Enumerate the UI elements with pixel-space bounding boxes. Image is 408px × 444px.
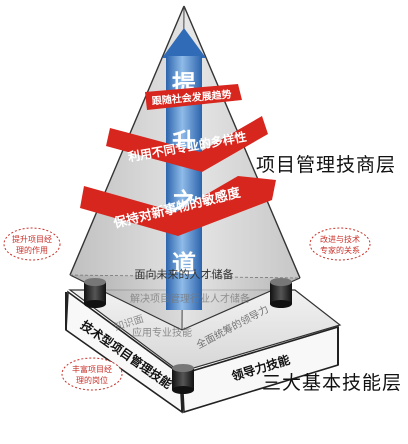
pillar-arrow-head (162, 28, 206, 58)
ribbon-1: 跟随社会发展趋势 (145, 84, 242, 110)
pyramid-left-face (70, 6, 184, 330)
base-platform (65, 289, 342, 414)
cylinder-left (84, 278, 106, 308)
callout-left-bottom-line-2: 理的岗位 (76, 375, 108, 385)
support-cylinders (84, 278, 292, 394)
upper-layer-label: 项目管理技商层 (256, 154, 397, 176)
callout-left-top-line-2: 理的作用 (16, 245, 48, 255)
inner-text-1: 面向未来的人才储备 (135, 267, 234, 281)
inner-text-4: 应用专业技能 (132, 326, 192, 339)
callout-right-top: 改进与技术 专家的关系 (309, 227, 371, 261)
cylinder-right (270, 278, 292, 308)
lower-layer-label: 三大基本技能层 (262, 372, 403, 394)
callout-left-top: 提升项目经 理的作用 (3, 227, 61, 261)
cylinder-front (172, 364, 194, 394)
callout-right-top-line-2: 专家的关系 (320, 245, 360, 255)
callout-right-top-line-1: 改进与技术 (320, 234, 360, 244)
callout-left-bottom: 丰富项目经 理的岗位 (61, 357, 123, 391)
pillar-char-4: 道 (172, 250, 196, 278)
inner-text-2: 解决项目管理行业人才储备 (130, 292, 250, 305)
callout-left-bottom-line-1: 丰富项目经 (72, 364, 112, 374)
callout-left-top-line-1: 提升项目经 (12, 234, 52, 244)
